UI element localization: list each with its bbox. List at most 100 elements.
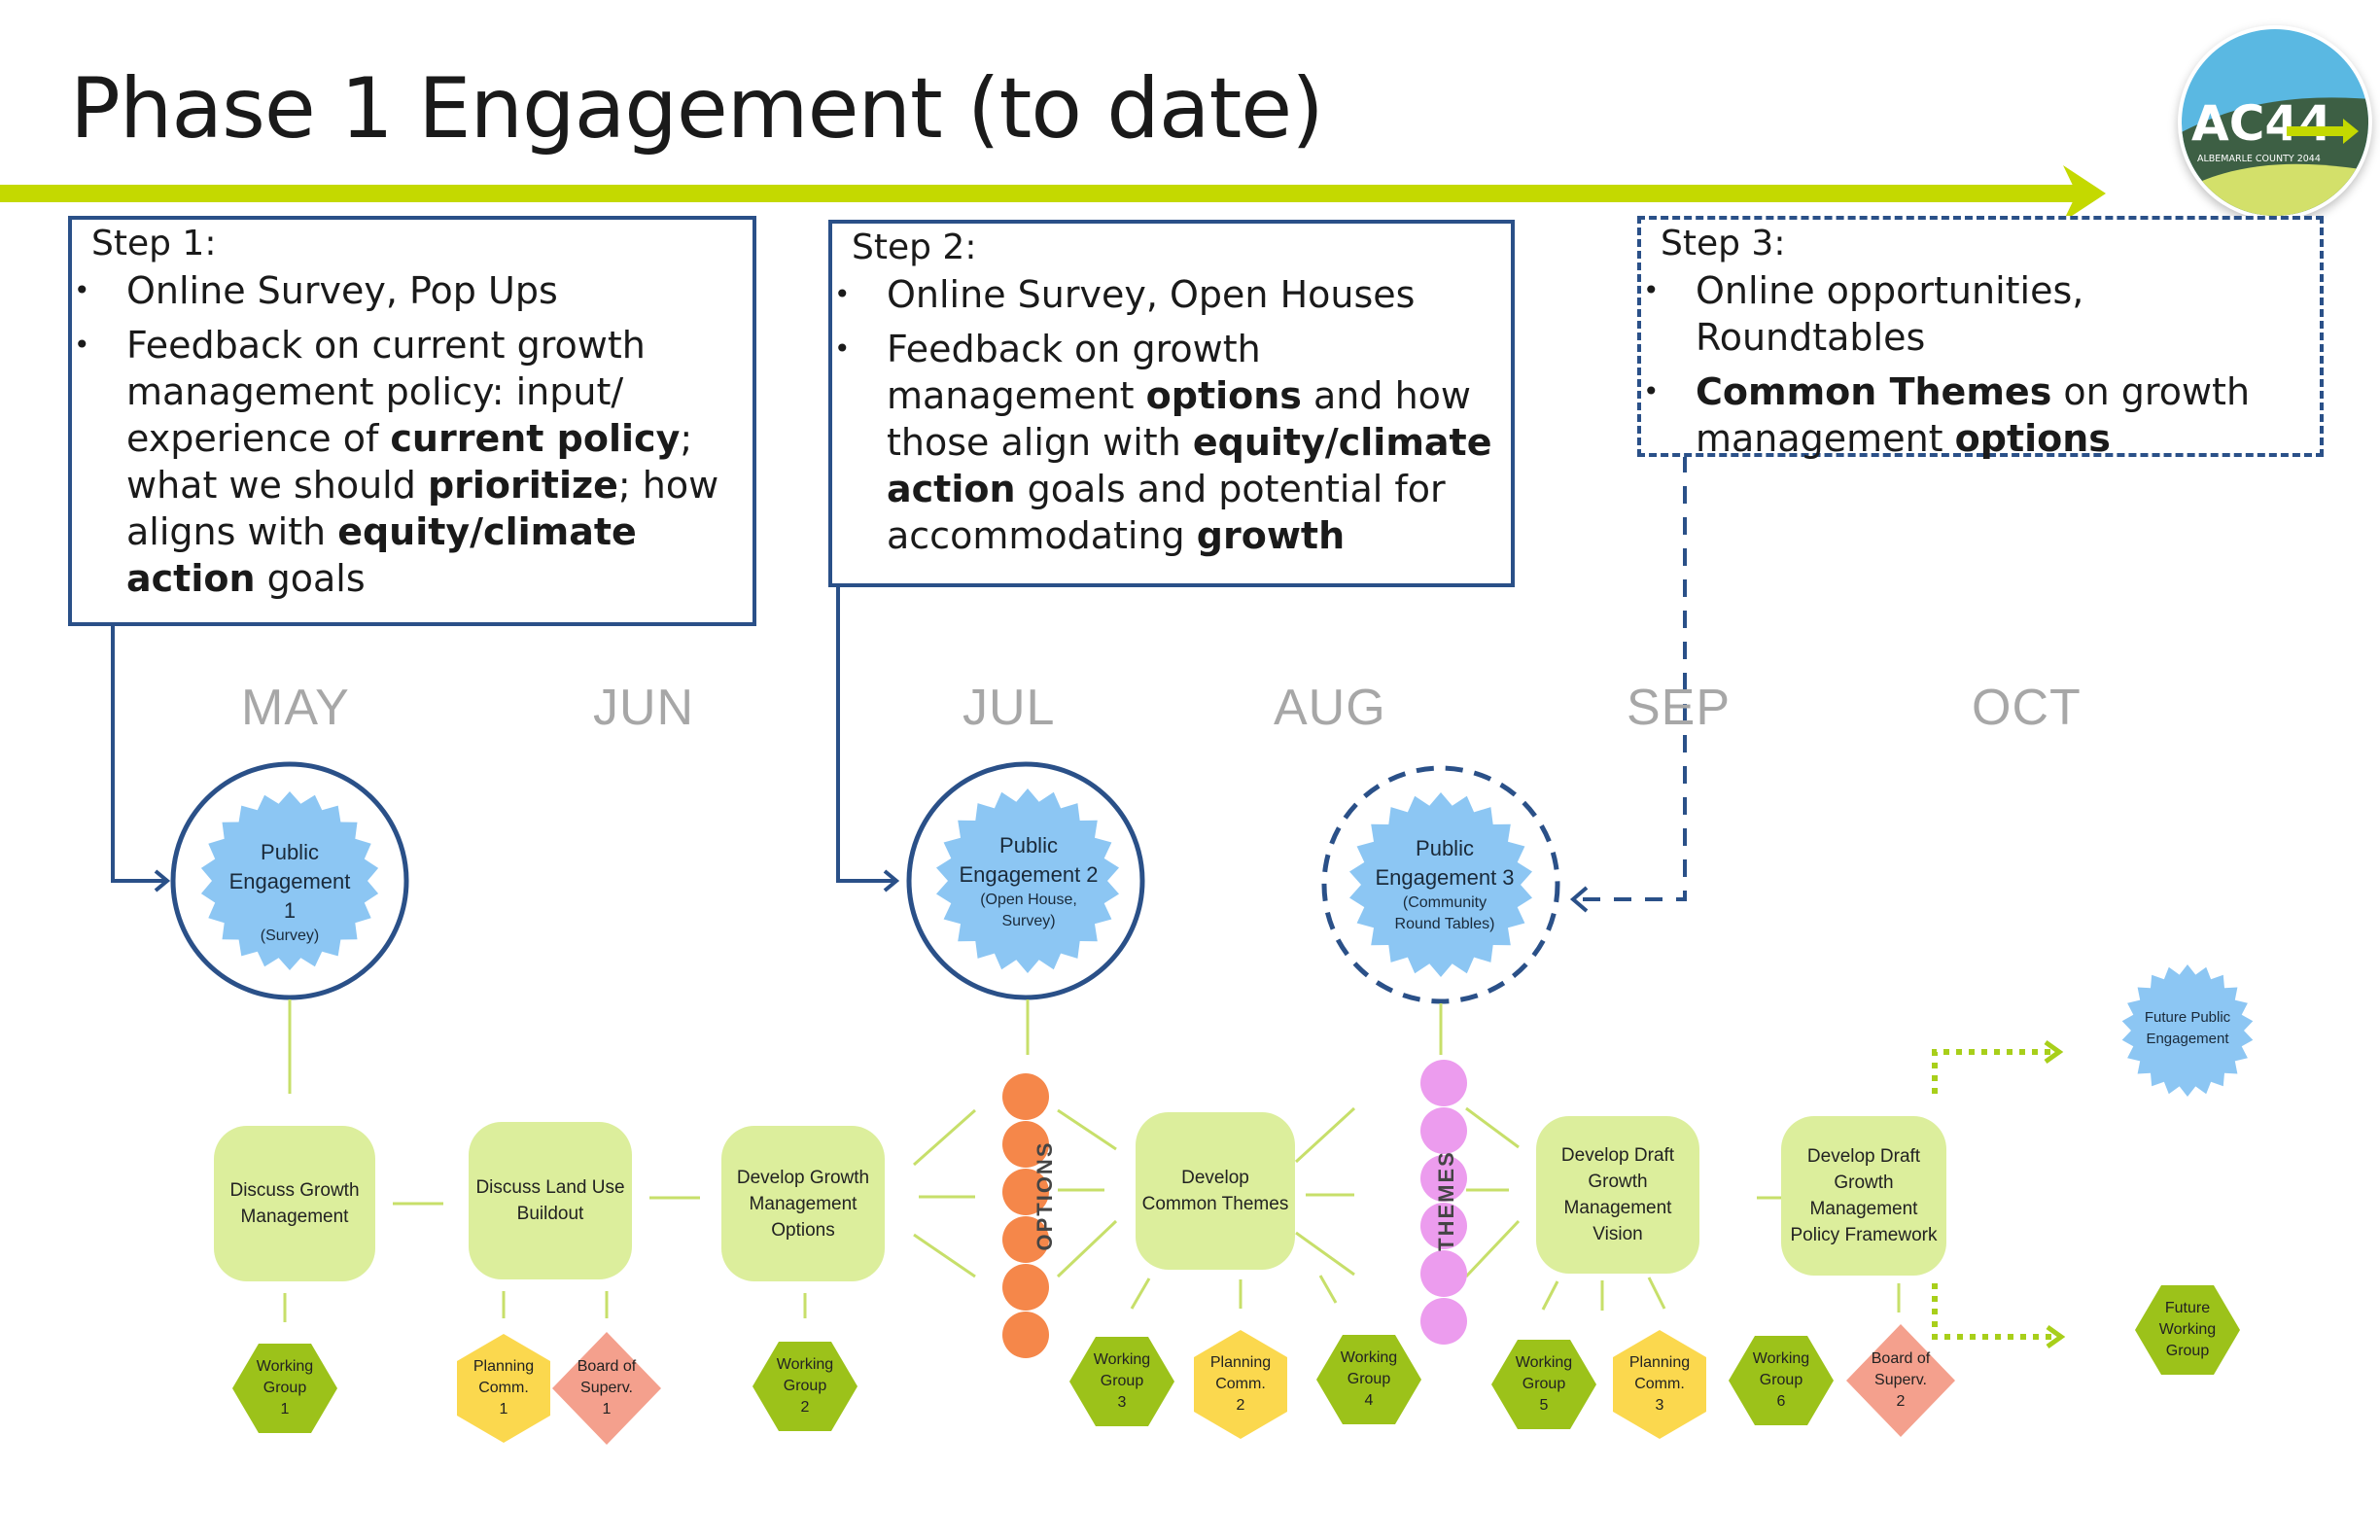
text: and how those align with — [887, 374, 1471, 464]
engagement-future-label[interactable]: Future Public Engagement — [2129, 1007, 2246, 1050]
meeting-label-line: Comm. — [1634, 1376, 1685, 1392]
meeting-label-line: 3 — [1655, 1397, 1664, 1414]
month-oct: OCT — [1972, 680, 2082, 736]
meeting-label-line: 2 — [800, 1399, 810, 1416]
chevron-right-icon — [2044, 1039, 2064, 1065]
month-aug: AUG — [1274, 680, 1386, 736]
meeting-label-line: Group — [783, 1378, 827, 1394]
meeting-label-line: Group — [1347, 1371, 1391, 1387]
meeting-label-line: 4 — [1364, 1392, 1374, 1409]
step-1-list: Online Survey, Pop UpsFeedback on curren… — [72, 267, 752, 602]
ac44-logo: AC44 ALBEMARLE COUNTY 2044 — [2178, 25, 2372, 220]
meeting-label-line: Working — [776, 1356, 834, 1373]
bold-text: options — [1954, 417, 2111, 460]
arrow-head-icon — [2063, 165, 2106, 222]
logo-subtext: ALBEMARLE COUNTY 2044 — [2197, 154, 2321, 164]
bold-text: prioritize — [427, 464, 618, 507]
meeting-label-line: Group — [262, 1380, 307, 1396]
text: Feedback on current growth management po… — [126, 324, 646, 460]
meeting-label-line: 1 — [602, 1401, 612, 1418]
meeting-board-superv[interactable]: Board of Superv. 1 — [558, 1353, 655, 1423]
meeting-label-line: 6 — [1776, 1393, 1786, 1410]
task-develop-draft-vision[interactable]: Develop Draft Growth Management Vision — [1536, 1116, 1699, 1274]
step-1-title: Step 1: — [91, 224, 217, 263]
meeting-label-line: Planning — [1628, 1354, 1691, 1371]
meeting-label-line: Working — [256, 1358, 314, 1375]
options-bead — [1002, 1312, 1049, 1358]
text: Feedback on growth management — [887, 328, 1261, 417]
engagement-3-detail: (Community Round Tables) — [1394, 894, 1495, 932]
step-bullet: Online Survey, Pop Ups — [72, 267, 752, 314]
step-bullet: Online Survey, Open Houses — [832, 271, 1511, 318]
meeting-label-line: Working — [1752, 1350, 1810, 1367]
step-bullet: Common Themes on growth management optio… — [1641, 368, 2320, 462]
engagement-ring-3 — [1321, 765, 1560, 1004]
meeting-label-line: Future — [2164, 1300, 2211, 1316]
engagement-2-detail: (Open House, Survey) — [980, 892, 1077, 929]
bold-text: current policy — [390, 417, 681, 460]
engagement-future-title: Future Public Engagement — [2144, 1009, 2231, 1047]
engagement-1-label[interactable]: Public Engagement 1 (Survey) — [192, 838, 387, 947]
page-title: Phase 1 Engagement (to date) — [70, 60, 1324, 158]
step-3-title: Step 3: — [1661, 224, 1786, 263]
task-develop-draft-policy-framework[interactable]: Develop Draft Growth Management Policy F… — [1781, 1116, 1946, 1276]
step-2-list: Online Survey, Open HousesFeedback on gr… — [832, 271, 1511, 559]
meeting-label-line: Board of — [577, 1358, 637, 1375]
task-develop-growth-options[interactable]: Develop Growth Management Options — [721, 1126, 885, 1281]
engagement-2-label[interactable]: Public Engagement 2 (Open House, Survey) — [931, 831, 1126, 932]
step-3-box: Step 3: Online opportunities, Roundtable… — [1637, 216, 2324, 460]
bold-text: options — [1145, 374, 1302, 417]
task-discuss-land-use-buildout[interactable]: Discuss Land Use Buildout — [469, 1122, 632, 1279]
month-jun: JUN — [593, 680, 695, 736]
meeting-label-line: Planning — [1209, 1354, 1272, 1371]
task-develop-common-themes[interactable]: Develop Common Themes — [1136, 1112, 1295, 1270]
options-label: OPTIONS — [1032, 1140, 1057, 1251]
month-jul: JUL — [962, 680, 1056, 736]
meeting-label-line: Working — [2158, 1321, 2217, 1338]
meeting-label-line: Group — [2165, 1343, 2210, 1359]
themes-bead — [1420, 1155, 1467, 1202]
step2-connector — [836, 583, 900, 892]
meeting-label-line: Group — [1759, 1372, 1803, 1388]
engagement-3-label[interactable]: Public Engagement 3 (Community Round Tab… — [1348, 834, 1542, 935]
task-discuss-growth-management[interactable]: Discuss Growth Management — [214, 1126, 375, 1281]
themes-bead — [1420, 1060, 1467, 1106]
meeting-label-line: Working — [1093, 1351, 1151, 1368]
future-arrows — [1932, 1049, 2053, 1340]
meeting-label-line: Superv. — [580, 1380, 633, 1396]
text: Online Survey, Open Houses — [887, 273, 1416, 316]
month-may: MAY — [241, 680, 350, 736]
bold-text: growth — [1196, 514, 1346, 557]
meeting-label-line: Board of — [1871, 1350, 1931, 1367]
themes-bead — [1420, 1107, 1467, 1154]
meeting-label-line: 5 — [1539, 1397, 1549, 1414]
meeting-label-line: Planning — [472, 1358, 535, 1375]
month-sep: SEP — [1627, 680, 1732, 736]
engagement-3-title: Public Engagement 3 — [1375, 836, 1515, 890]
engagement-ring-2 — [906, 761, 1145, 1000]
meeting-label-line: 1 — [499, 1401, 508, 1418]
bold-text: equity/climate action — [126, 510, 637, 600]
step3-connector — [1575, 455, 1687, 901]
bold-text: equity/climate action — [887, 421, 1492, 510]
bold-text: Common Themes — [1696, 370, 2052, 413]
text: Online opportunities, Roundtables — [1696, 269, 2084, 359]
